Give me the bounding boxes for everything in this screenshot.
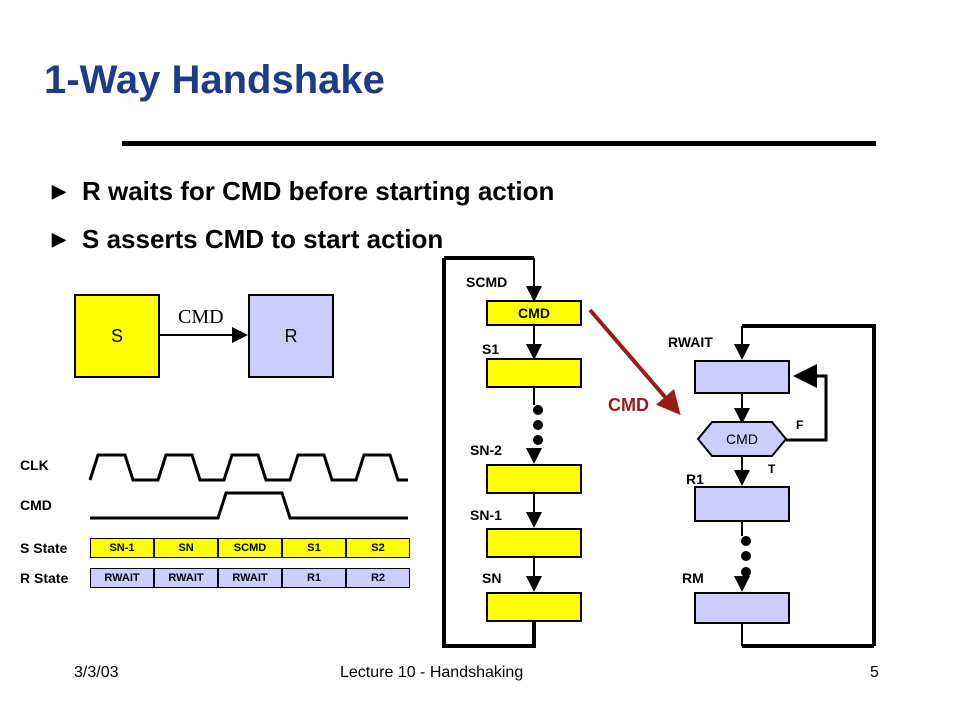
r-state-cell: RWAIT: [90, 568, 154, 588]
s-state-row: SN-1 SN SCMD S1 S2: [90, 538, 410, 558]
false-label: F: [796, 418, 804, 432]
r1-state: [694, 486, 790, 522]
s-state-cell: SN-1: [90, 538, 154, 558]
scmd-label: SCMD: [466, 274, 508, 290]
page-title: 1-Way Handshake: [44, 58, 385, 102]
rm-state: [694, 592, 790, 624]
cmd-decision-shape: [696, 421, 788, 457]
ellipsis-dot: [533, 435, 543, 445]
true-label: T: [768, 462, 776, 476]
s-state-cell: SCMD: [218, 538, 282, 558]
bullet-2-text: S asserts CMD to start action: [82, 224, 444, 254]
clk-waveform: [88, 453, 408, 482]
cmd-signal-arrow: [588, 308, 681, 416]
cmd-label: CMD: [20, 497, 52, 513]
sn2-state: [486, 464, 582, 494]
sender-block: S: [74, 294, 160, 378]
footer-course: Lecture 10 - Handshaking: [340, 664, 524, 681]
receiver-block: R: [248, 294, 334, 378]
bullet-arrow-icon: ▶: [52, 181, 66, 201]
rwait-label: RWAIT: [668, 334, 713, 350]
r-state-cell: R2: [346, 568, 410, 588]
bullet-1-text: R waits for CMD before starting action: [82, 176, 555, 206]
r-state-cell: RWAIT: [154, 568, 218, 588]
s-state-cell: SN: [154, 538, 218, 558]
ellipsis-dot: [533, 405, 543, 415]
clk-label: CLK: [20, 457, 49, 473]
bullet-2: ▶ S asserts CMD to start action: [52, 224, 443, 255]
ellipsis-dot: [741, 567, 751, 577]
cmd-state-label: CMD: [518, 305, 550, 321]
sn-label: SN: [482, 570, 502, 586]
sn2-label: SN-2: [470, 442, 502, 458]
wire-label: CMD: [178, 306, 224, 328]
ellipsis-dot: [533, 420, 543, 430]
cmd-waveform: [90, 491, 408, 520]
r-state-label: R State: [20, 570, 69, 586]
s-state-cell: S2: [346, 538, 410, 558]
footer-date: 3/3/03: [74, 664, 119, 681]
ellipsis-dot: [741, 536, 751, 546]
sn-state: [486, 592, 582, 622]
s-state-label: S State: [20, 540, 68, 556]
r-state-row: RWAIT RWAIT RWAIT R1 R2: [90, 568, 410, 588]
sn1-label: SN-1: [470, 507, 502, 523]
receiver-block-label: R: [284, 325, 298, 346]
page-number: 5: [870, 664, 879, 681]
sn1-state: [486, 528, 582, 558]
s1-state: [486, 358, 582, 388]
cmd-state: CMD: [486, 300, 582, 326]
cmd-signal-label: CMD: [608, 395, 649, 415]
rm-label: RM: [682, 570, 704, 586]
title-rule: [122, 141, 876, 146]
ellipsis-dot: [741, 551, 751, 561]
s-state-cell: S1: [282, 538, 346, 558]
sender-block-label: S: [110, 325, 123, 346]
decision-label: CMD: [726, 431, 758, 447]
bullet-arrow-icon: ▶: [52, 229, 66, 249]
r-state-cell: RWAIT: [218, 568, 282, 588]
r1-label: R1: [686, 471, 704, 487]
bullet-1: ▶ R waits for CMD before starting action: [52, 176, 554, 207]
r-state-cell: R1: [282, 568, 346, 588]
s1-label: S1: [482, 341, 500, 357]
rwait-state: [694, 360, 790, 394]
